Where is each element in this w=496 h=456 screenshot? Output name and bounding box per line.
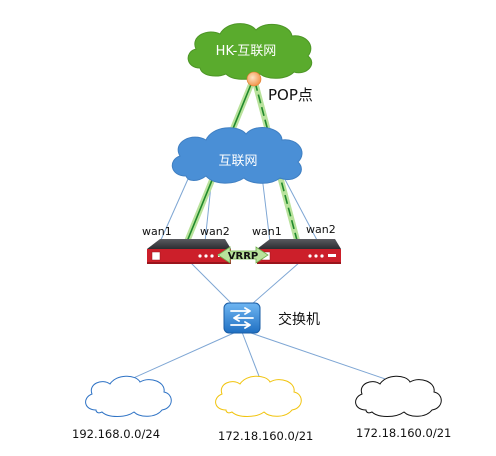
pop-label: POP点 — [268, 86, 313, 104]
gateway-device-right — [257, 239, 341, 264]
subnet-label-1: 192.168.0.0/24 — [72, 427, 160, 441]
subnet-label-2: 172.18.160.0/21 — [218, 429, 313, 443]
subnet-cloud-1 — [85, 375, 172, 417]
hk-cloud-label: HK-互联网 — [216, 44, 277, 59]
switch-icon — [223, 302, 261, 334]
subnet-label-3: 172.18.160.0/21 — [356, 426, 451, 440]
left-wan1-label: wan1 — [142, 225, 172, 238]
hk-internet-cloud: HK-互联网 — [187, 23, 313, 80]
internet-cloud: 互联网 — [171, 126, 303, 184]
downlink-lines — [119, 261, 401, 385]
internet-cloud-label: 互联网 — [218, 154, 257, 169]
right-wan1-label: wan1 — [252, 225, 282, 238]
left-wan2-label: wan2 — [200, 225, 230, 238]
subnet-cloud-3 — [355, 375, 442, 417]
pop-node-icon — [246, 71, 262, 87]
vrrp-label: VRRP — [228, 251, 258, 262]
subnet-cloud-2 — [215, 375, 302, 417]
switch-label: 交换机 — [278, 311, 320, 328]
right-wan2-label: wan2 — [306, 223, 336, 236]
gateway-device-left — [147, 239, 231, 264]
vrrp-link: VRRP — [217, 246, 269, 264]
